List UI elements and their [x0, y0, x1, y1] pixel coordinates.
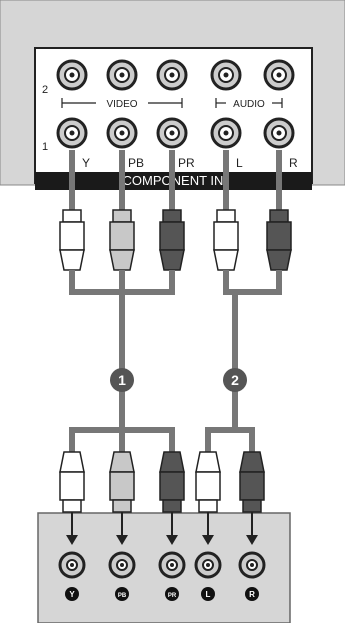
cable-marker-1-label: 1	[118, 372, 126, 388]
svg-text:PR: PR	[168, 593, 177, 599]
jack-row-1	[56, 117, 295, 149]
jack-row-2	[56, 59, 295, 91]
svg-text:R: R	[249, 590, 255, 599]
upper-plug-l[interactable]	[213, 209, 239, 271]
svg-text:PB: PB	[118, 593, 127, 599]
upper-plug-r[interactable]	[266, 209, 292, 271]
cable-marker-2: 2	[223, 368, 247, 392]
jack-2-r[interactable]	[263, 59, 295, 91]
jack-label-l: L	[236, 156, 243, 170]
video-group-label: VIDEO	[106, 99, 137, 110]
jack-1-y[interactable]	[56, 117, 88, 149]
lower-plug-r[interactable]	[239, 451, 265, 535]
video-group-bracket	[61, 98, 183, 108]
jack-1-r[interactable]	[263, 117, 295, 149]
device-badge-pb: PB	[115, 587, 129, 601]
upper-plug-y[interactable]	[59, 209, 85, 271]
lower-cable-lines	[69, 427, 255, 452]
audio-group-bracket	[215, 98, 283, 108]
jack-2-pr[interactable]	[156, 59, 188, 91]
device-badge-l: L	[201, 587, 215, 601]
upper-cable-tails	[69, 270, 282, 430]
row-number-1: 1	[42, 141, 48, 153]
tv-cable-lines	[69, 150, 282, 210]
device-arrows	[66, 535, 258, 545]
lower-plug-l[interactable]	[195, 451, 221, 535]
upper-plug-pb[interactable]	[109, 209, 135, 271]
device-jack-pr[interactable]	[158, 551, 186, 579]
device-badge-pr: PR	[165, 587, 179, 601]
jack-2-l[interactable]	[210, 59, 242, 91]
jack-label-pb: PB	[128, 156, 144, 170]
cable-marker-1: 1	[110, 368, 134, 392]
cable-marker-2-label: 2	[231, 372, 239, 388]
upper-plug-pr[interactable]	[159, 209, 185, 271]
lower-plug-pb[interactable]	[109, 451, 135, 535]
device-jack-pb[interactable]	[108, 551, 136, 579]
svg-text:Y: Y	[69, 590, 75, 599]
row-number-2: 2	[42, 84, 48, 96]
audio-group-label: AUDIO	[233, 99, 265, 110]
jack-2-y[interactable]	[56, 59, 88, 91]
jack-1-pb[interactable]	[106, 117, 138, 149]
device-jack-l[interactable]	[194, 551, 222, 579]
jack-1-l[interactable]	[210, 117, 242, 149]
jack-label-y: Y	[82, 156, 90, 170]
jack-1-pr[interactable]	[156, 117, 188, 149]
lower-plug-y[interactable]	[59, 451, 85, 535]
device-badge-y: Y	[65, 587, 79, 601]
svg-text:L: L	[206, 590, 211, 599]
jack-label-r: R	[289, 156, 298, 170]
jack-label-pr: PR	[178, 156, 195, 170]
device-badge-r: R	[245, 587, 259, 601]
lower-plug-pr[interactable]	[159, 451, 185, 535]
jack-2-pb[interactable]	[106, 59, 138, 91]
device-jack-r[interactable]	[238, 551, 266, 579]
device-jack-y[interactable]	[58, 551, 86, 579]
